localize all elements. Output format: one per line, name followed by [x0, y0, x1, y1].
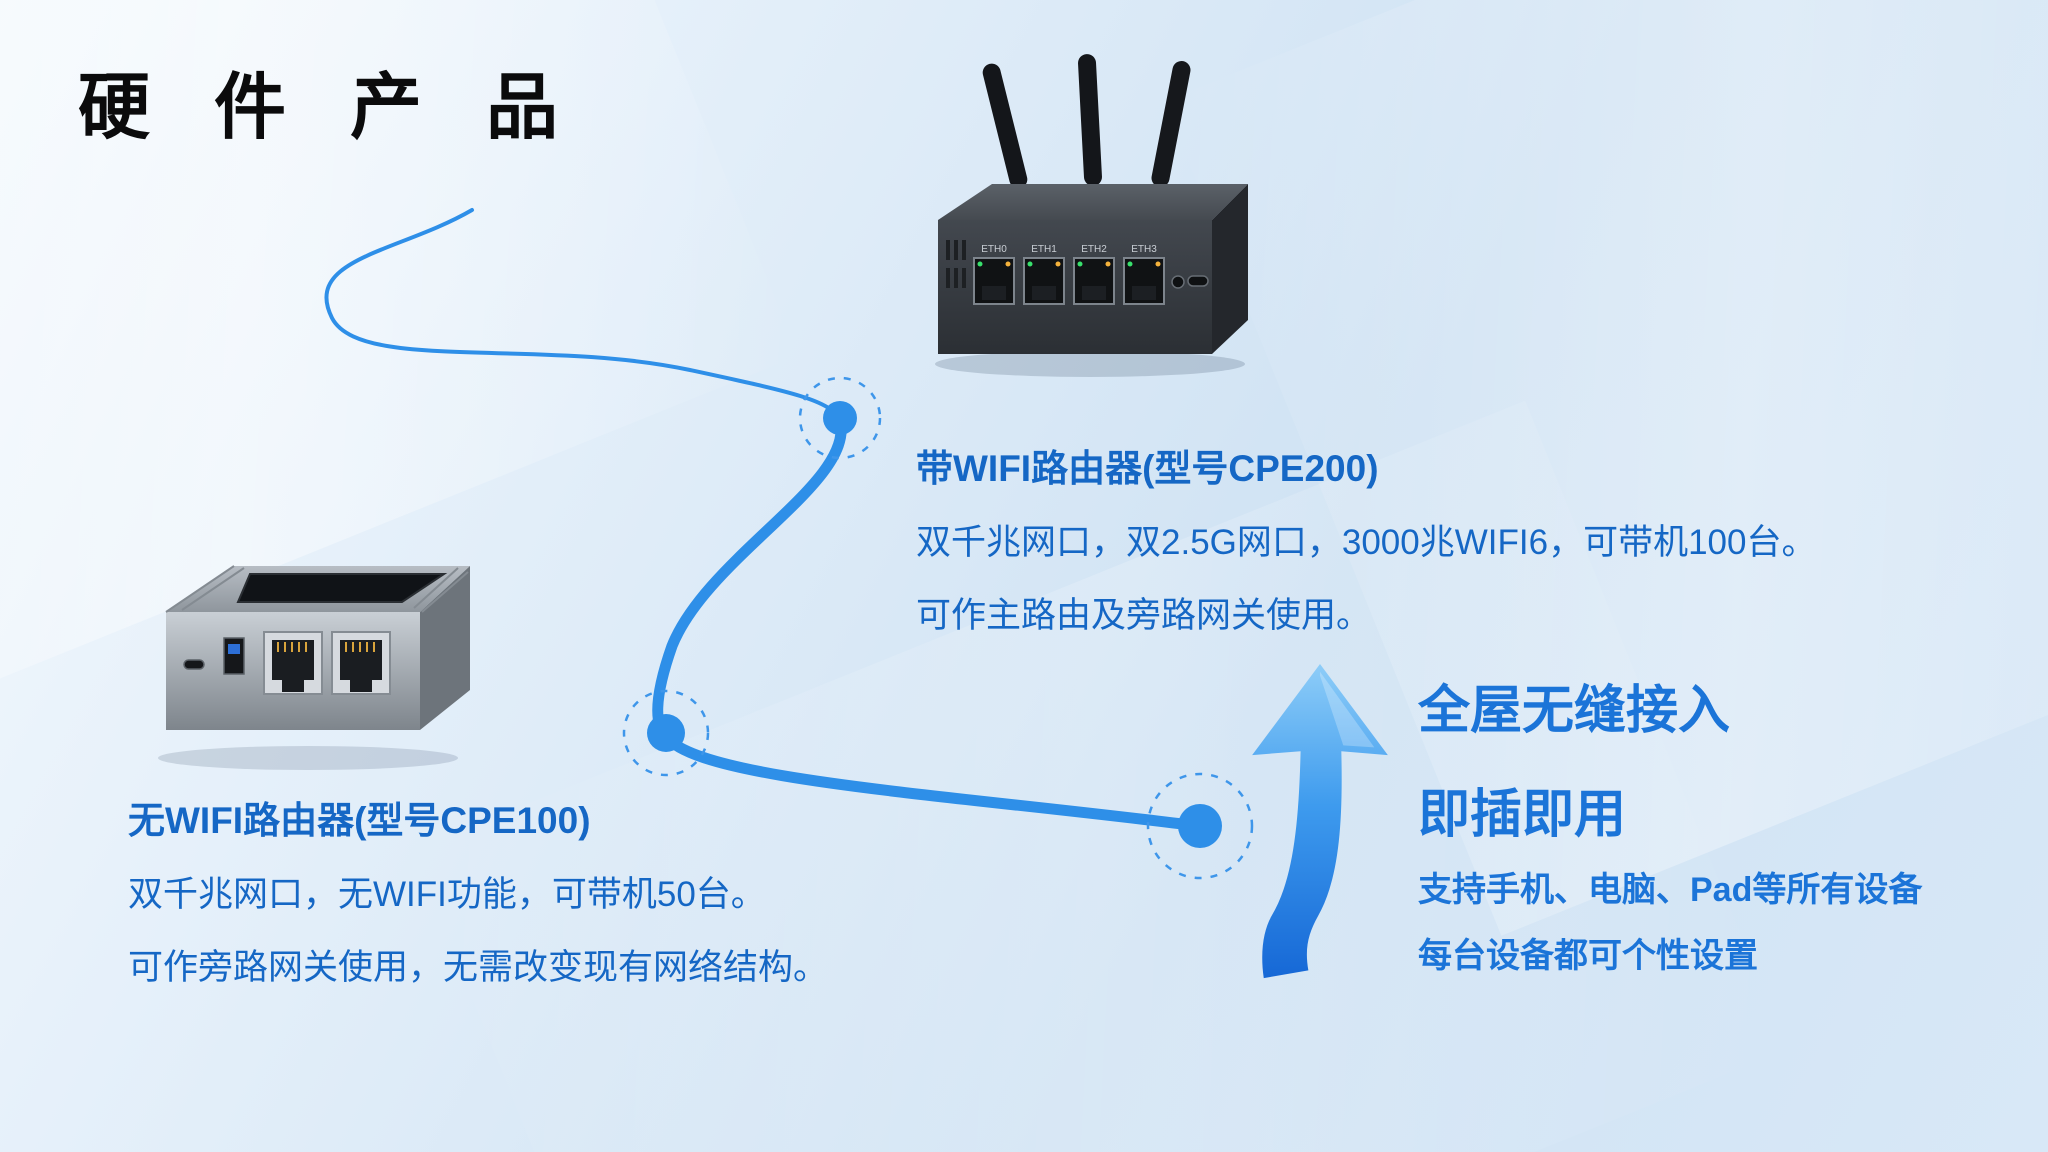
connector-node-1 [823, 401, 857, 435]
highlight-headline-2: 即插即用 [1418, 786, 1627, 844]
up-arrow-icon [1252, 663, 1388, 979]
ethernet-port-1 [263, 631, 323, 695]
highlight-point-1: 支持手机、电脑、Pad等所有设备 [1418, 871, 1923, 909]
vent-slots [946, 240, 966, 288]
port-label-1: ETH0 [981, 244, 1007, 255]
ethernet-port-3 [1073, 257, 1115, 305]
port-label-2: ETH1 [1031, 244, 1057, 255]
usb-c-port [1187, 275, 1209, 287]
cpe200-desc-1: 双千兆网口，双2.5G网口，3000兆WIFI6，可带机100台。 [916, 523, 1817, 562]
cpe200-router-image: ETH0 ETH1 ETH2 ETH3 [935, 54, 1248, 377]
ethernet-port-1 [973, 257, 1015, 305]
usb-c-port [183, 659, 205, 670]
cpe100-desc-1: 双千兆网口，无WIFI功能，可带机50台。 [128, 875, 766, 914]
heatsink-fins [165, 565, 469, 613]
connector-path-thin [324, 208, 842, 422]
cpe100-desc-2: 可作旁路网关使用，无需改变现有网络结构。 [128, 948, 829, 987]
connector-node-2 [647, 714, 685, 752]
router-side-face [420, 566, 470, 730]
dashed-circle-2 [622, 689, 710, 777]
router-shadow [935, 351, 1245, 377]
cpe200-info: 带WIFI路由器(型号CPE200) 双千兆网口，双2.5G网口，3000兆WI… [916, 438, 1836, 660]
reset-button [1171, 275, 1185, 289]
dashed-circle-1 [798, 376, 882, 460]
cpe200-name: 带WIFI路由器(型号CPE200) [916, 448, 1379, 489]
cpe100-info: 无WIFI路由器(型号CPE100) 双千兆网口，无WIFI功能，可带机50台。… [128, 790, 888, 1012]
ethernet-port-4 [1123, 257, 1165, 305]
ethernet-port-2 [1023, 257, 1065, 305]
router-top-face [938, 184, 1248, 220]
cpe200-desc-2: 可作主路由及旁路网关使用。 [916, 596, 1372, 635]
port-label-3: ETH2 [1081, 244, 1107, 255]
connector-node-3 [1178, 804, 1222, 848]
ethernet-port-2 [331, 631, 391, 695]
page-title: 硬 件 产 品 [78, 68, 581, 148]
dashed-circle-3 [1146, 772, 1254, 880]
router-side-face [1212, 184, 1248, 354]
cpe100-router-image [158, 565, 470, 770]
cpe100-name: 无WIFI路由器(型号CPE100) [128, 800, 591, 841]
port-label-4: ETH3 [1131, 244, 1157, 255]
usb-a-port [223, 637, 245, 675]
highlight-point-2: 每台设备都可个性设置 [1418, 937, 1758, 975]
top-screen-panel [236, 573, 448, 603]
router-shadow [158, 746, 458, 770]
highlight-headline-1: 全屋无缝接入 [1418, 682, 1731, 740]
antenna-icons [982, 54, 1191, 189]
